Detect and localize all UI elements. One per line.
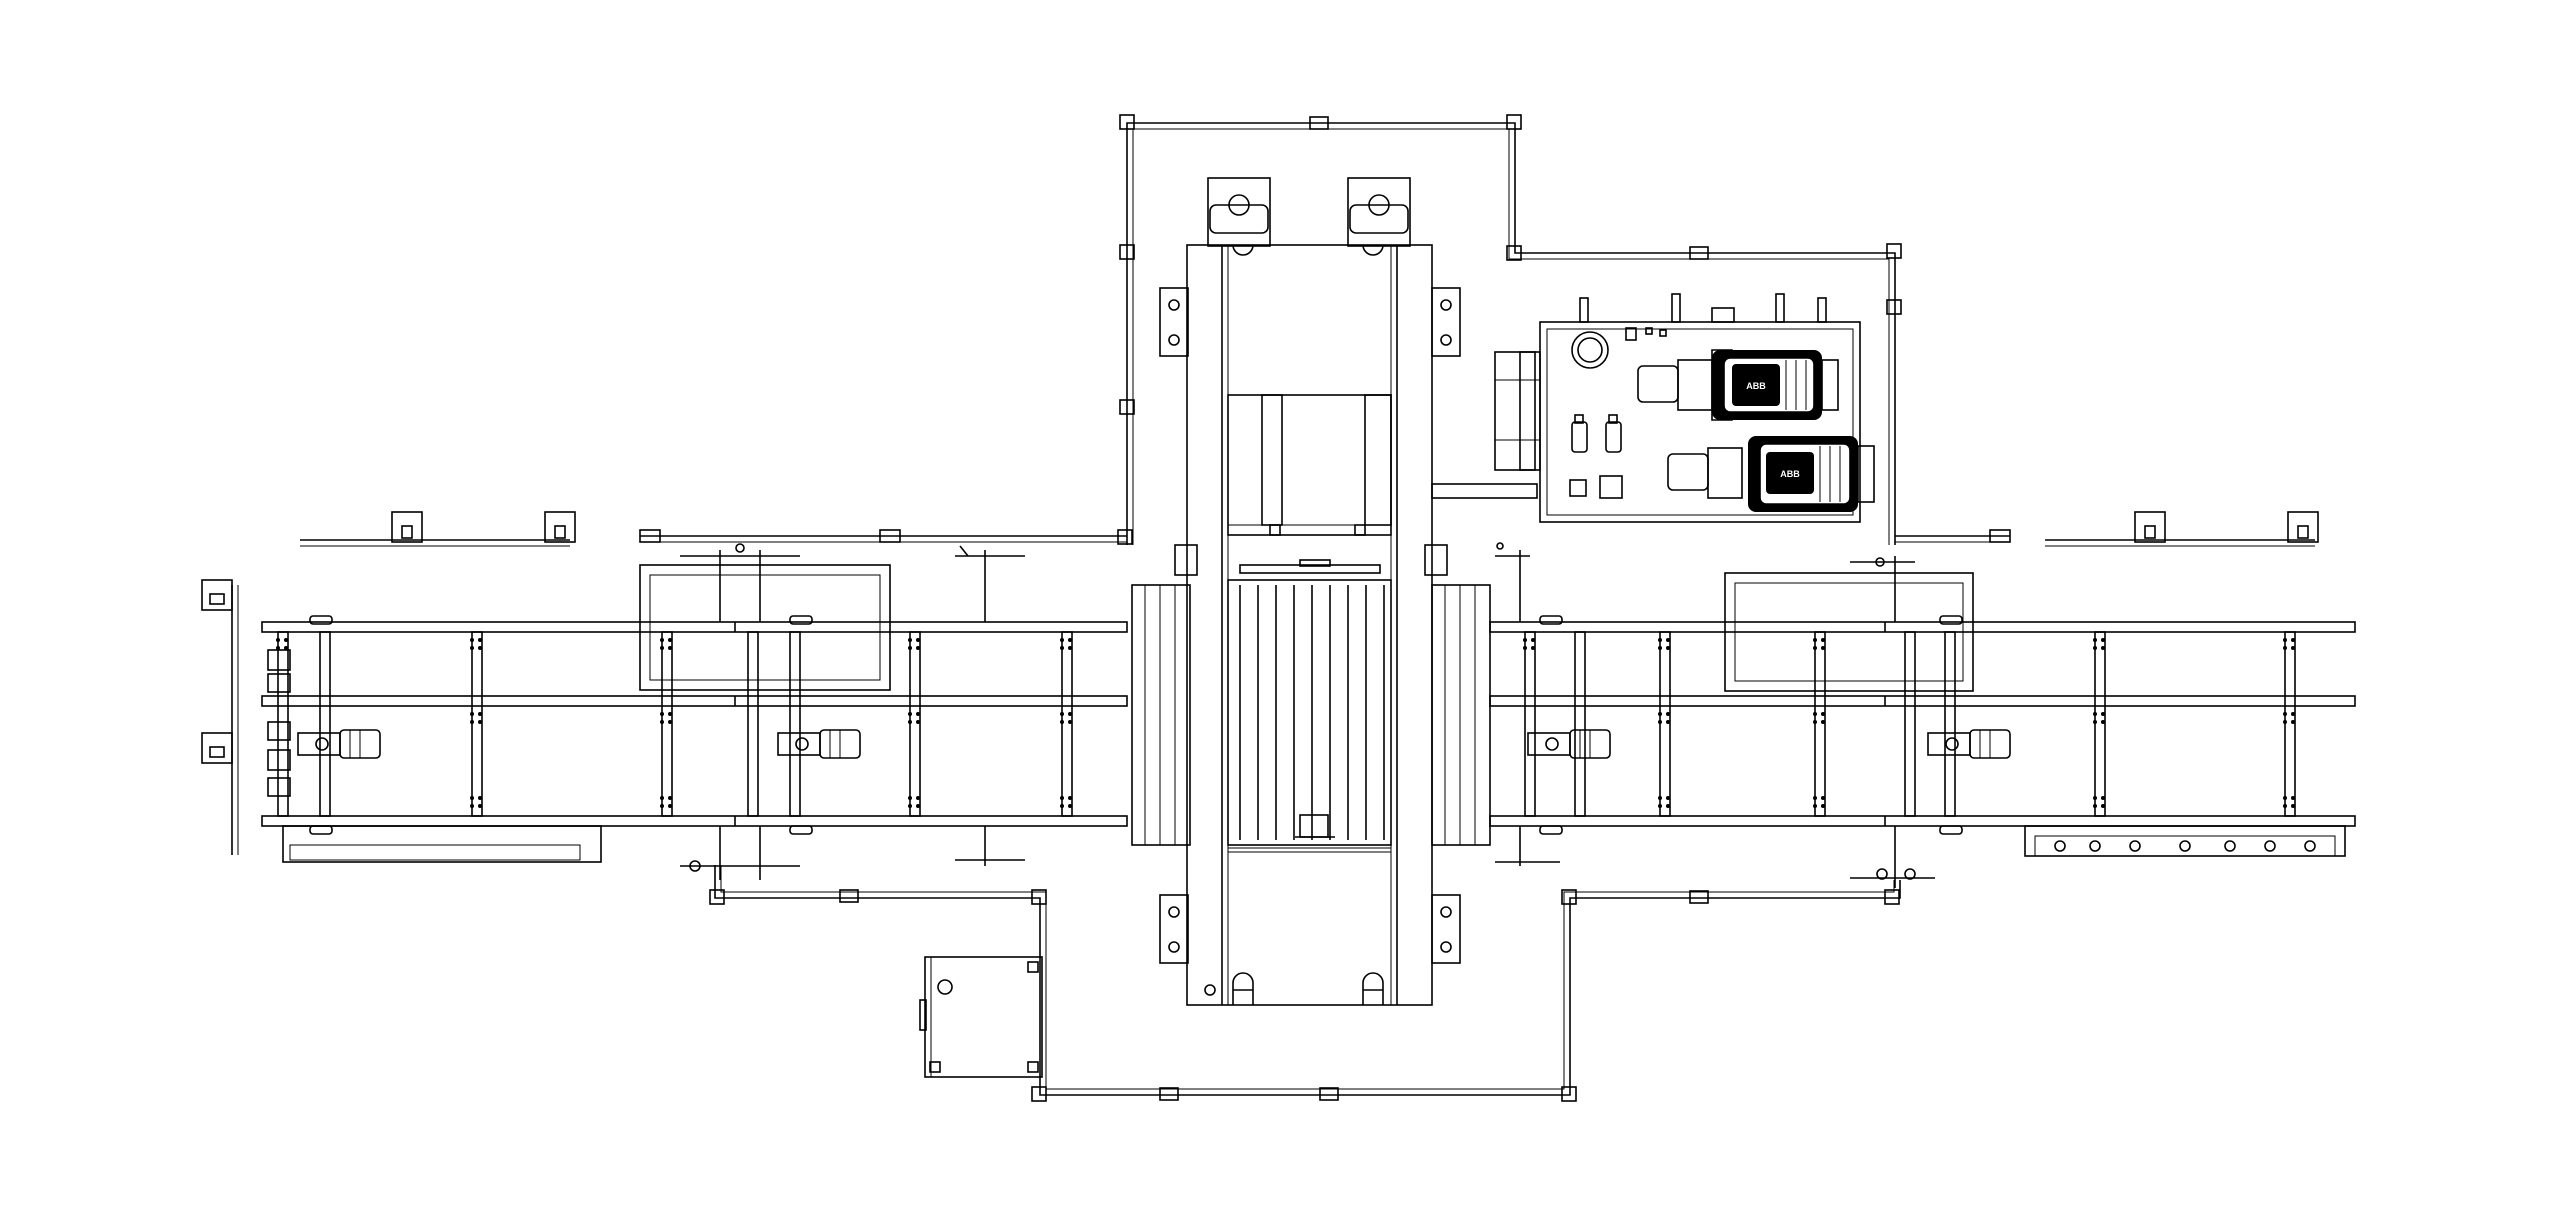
left-conveyor (261, 543, 1128, 880)
electrical-cabinet (919, 956, 1043, 1078)
press-side-rollers-right (1424, 544, 1491, 846)
left-drive-motor-1 (297, 729, 381, 759)
hydraulic-motor-1: ABB (1637, 349, 1839, 421)
right-conveyor (1489, 542, 2356, 888)
hydraulic-motor-2: ABB (1667, 436, 1875, 512)
motor-label-2: ABB (1780, 469, 1800, 479)
left-side-stand (201, 579, 239, 855)
motor-label-1: ABB (1746, 381, 1766, 391)
left-drive-motor-2 (777, 729, 861, 759)
central-press (1131, 177, 1538, 1006)
hydraulic-power-unit: ABB ABB (1494, 293, 1875, 523)
press-side-rollers-left (1131, 544, 1198, 846)
safety-fence (639, 114, 2011, 1102)
left-upper-guard (300, 511, 2319, 547)
right-drive-motor-1 (1527, 729, 1611, 759)
right-drive-motor-2 (1927, 729, 2011, 759)
